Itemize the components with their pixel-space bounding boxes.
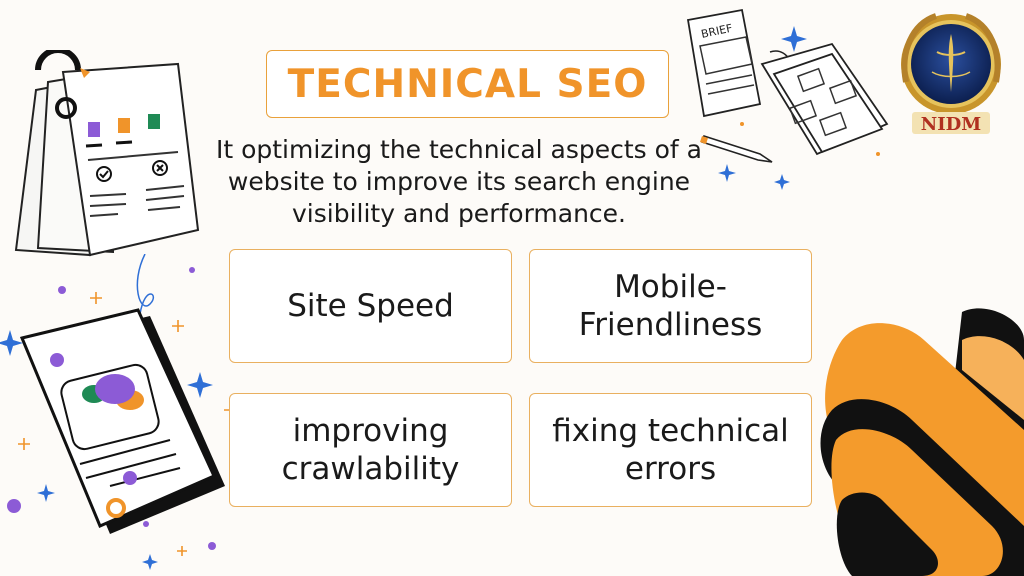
sparkle-icon [781,26,807,52]
pencil-icon [700,134,773,163]
brief-label: BRIEF [700,22,734,41]
smartphone-chat-icon [0,254,249,570]
nidm-logo-icon: NIDM [901,13,1001,135]
card-fixing-technical-errors: fixing technical errors [529,393,812,507]
card-improving-crawlability: improving crawlability [229,393,512,507]
card-mobile-friendliness: Mobile-Friendliness [529,249,812,363]
card-site-speed: Site Speed [229,249,512,363]
logo-wordmark: NIDM [921,114,981,135]
clipboard-checklist-icon [14,50,200,257]
brief-documents-icon: BRIEF [686,8,889,190]
slide-title: TECHNICAL SEO [287,61,648,107]
title-box: TECHNICAL SEO [266,50,669,118]
slide-subtitle: It optimizing the technical aspects of a… [215,135,703,228]
abstract-stripes-icon [820,308,1024,576]
